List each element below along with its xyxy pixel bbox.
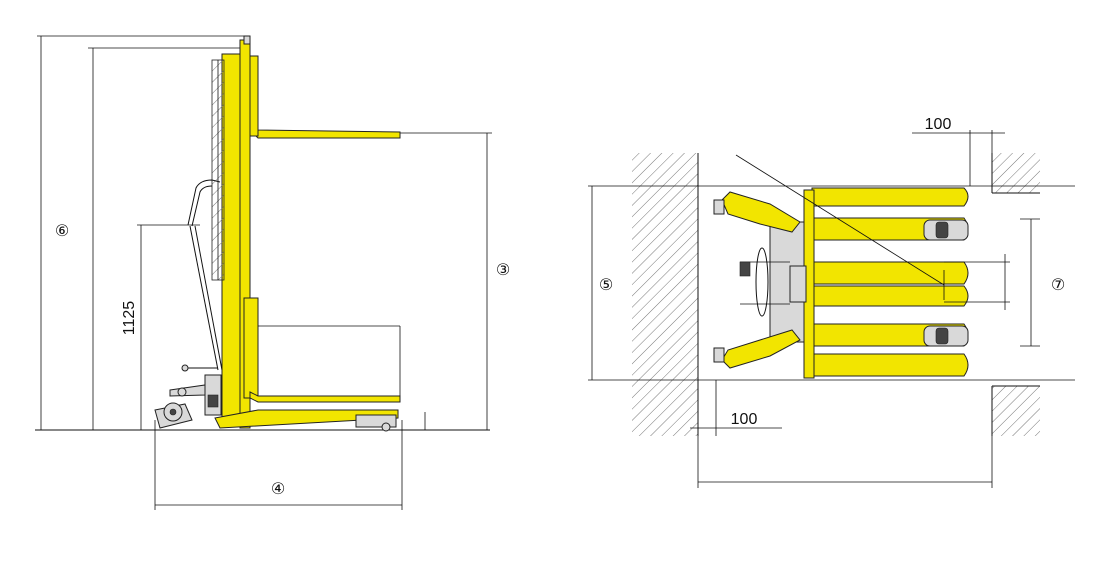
dimension-handle-height: 1125 [121,224,200,430]
chassis-top [740,189,815,379]
fork-lowered [243,297,401,403]
forks-top [811,187,969,377]
dim-label-length: ④ [271,479,285,498]
dimension-mast-height [88,47,245,430]
dimension-clearance-top: 100 [912,116,1005,186]
wall-left [632,153,698,436]
dimension-fork-spread: ⑦ [1020,218,1065,347]
rack-top [992,153,1040,193]
rack-bottom [992,386,1040,436]
dim-label-clearance-top: 100 [925,116,952,133]
outrigger-arms [713,191,801,369]
dimension-aisle-length [697,436,993,488]
dim-label-clearance-bottom: 100 [731,411,758,428]
handle [181,179,223,372]
dim-label-lift-height: ③ [496,260,510,279]
mast [211,35,251,429]
dimension-total-height: ⑥ [37,35,245,430]
load-wheels [923,219,969,347]
side-view: ⑥ 1125 ③ ④ [35,35,510,510]
turning-radius-line [735,154,945,286]
pump-unit [169,374,222,416]
fork-raised [249,55,401,139]
dimension-clearance-bottom: 100 [690,380,782,436]
top-view: ⑤ ⑦ 100 100 [588,116,1075,488]
dimension-lift-height: ③ [395,132,510,430]
tiller-top [739,247,769,317]
dim-label-outer-width: ⑤ [599,275,613,294]
dim-label-handle-height: 1125 [121,301,138,336]
dimension-length: ④ [154,420,403,510]
dim-label-fork-spread: ⑦ [1051,275,1065,294]
dim-label-total-height: ⑥ [55,221,69,240]
steer-wheel [154,402,193,429]
dimension-outer-width: ⑤ [591,186,613,380]
base-leg [214,409,426,432]
